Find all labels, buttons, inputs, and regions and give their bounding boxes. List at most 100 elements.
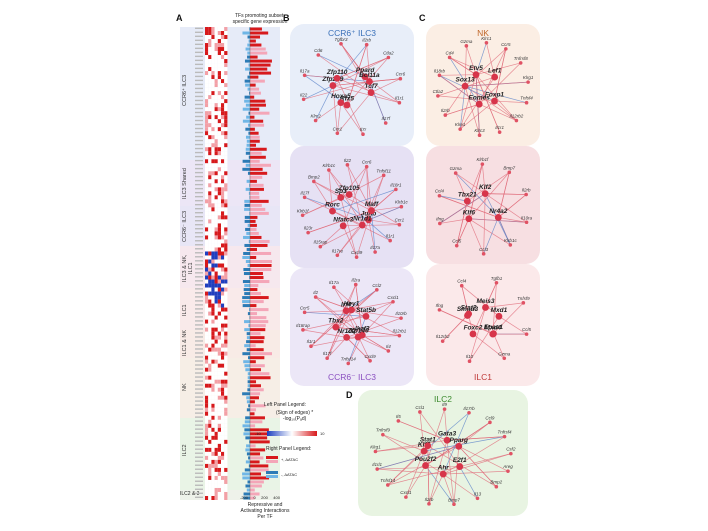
heatmap-cell xyxy=(214,111,218,116)
activating-edge xyxy=(468,218,484,254)
heatmap-cell xyxy=(221,247,225,252)
target-gene-label: Il17f xyxy=(300,190,309,195)
target-gene-node xyxy=(335,131,340,136)
activating-edge xyxy=(494,100,517,121)
heatmap-cell xyxy=(208,279,212,284)
tf-row-label-mark xyxy=(195,376,203,378)
heatmap-cell xyxy=(214,103,218,108)
activating-edge xyxy=(419,411,461,467)
heatmap-cell xyxy=(221,319,225,324)
tf-hub-node xyxy=(420,447,428,455)
target-gene-node xyxy=(375,287,379,292)
heatmap-cell xyxy=(217,187,221,192)
activating-bar xyxy=(250,280,270,284)
heatmap-cell xyxy=(211,111,215,116)
heatmap-cell xyxy=(205,87,209,92)
heatmap-cell xyxy=(221,331,225,336)
repressive-bar xyxy=(244,99,250,103)
heatmap-cell xyxy=(217,387,221,392)
heatmap-cell xyxy=(205,375,209,380)
repressive-edge xyxy=(423,436,505,452)
target-gene-label: Il5 xyxy=(396,414,401,419)
activating-bar xyxy=(250,456,264,460)
repressive-bar xyxy=(245,67,250,71)
heatmap-cell xyxy=(224,271,228,276)
heatmap-cell xyxy=(221,439,225,444)
heatmap-cell xyxy=(205,183,209,188)
heatmap-cell xyxy=(221,67,225,72)
activating-bar xyxy=(250,328,266,332)
heatmap-cell xyxy=(224,83,228,88)
heatmap-cell xyxy=(211,151,215,156)
tf-row-label-mark xyxy=(195,244,203,246)
target-gene-node xyxy=(524,220,529,225)
tf-row-label-mark xyxy=(195,316,203,318)
tf-hub-label: Tcf7 xyxy=(364,83,378,90)
heatmap-cell xyxy=(224,283,228,288)
activating-edge xyxy=(425,409,445,466)
activating-edge xyxy=(486,42,496,78)
heatmap-cell xyxy=(214,51,218,56)
heatmap-cell xyxy=(211,187,215,192)
activating-edge xyxy=(382,434,425,452)
tf-row-label-mark xyxy=(195,444,203,446)
repressive-bar xyxy=(245,47,250,51)
heatmap-cell xyxy=(211,383,215,388)
heatmap-cell xyxy=(221,487,225,492)
heatmap-cell xyxy=(205,175,209,180)
heatmap-cell xyxy=(214,227,218,232)
heatmap-cell xyxy=(214,483,218,488)
tf-row-label-mark xyxy=(195,187,203,190)
target-gene-label: Tnfsf4 xyxy=(520,96,533,101)
heatmap-cell xyxy=(217,351,221,356)
activating-bar xyxy=(250,304,257,308)
tf-row-label-mark xyxy=(195,284,203,286)
heatmap-cell xyxy=(208,479,212,484)
heatmap-cell xyxy=(224,463,228,468)
heatmap-cell xyxy=(208,463,212,468)
heatmap-cell xyxy=(211,271,215,276)
activating-edge xyxy=(444,409,448,441)
target-gene-label: Klre1 xyxy=(455,122,466,127)
heatmap-cell xyxy=(211,39,215,44)
heatmap-cell xyxy=(208,227,212,232)
tf-row-label-mark xyxy=(195,224,203,226)
activating-edge xyxy=(492,282,497,335)
heatmap-cell xyxy=(205,263,209,268)
target-gene-label: Cxcl1 xyxy=(387,295,399,300)
tf-row-label-mark xyxy=(195,268,203,270)
activating-bar xyxy=(250,239,270,243)
heatmap-cell xyxy=(208,395,212,400)
heatmap-cell xyxy=(217,331,221,336)
activating-bar xyxy=(250,83,256,87)
repressive-bar xyxy=(248,111,250,115)
repressive-bar xyxy=(242,476,250,480)
target-gene-label: Ccr6 xyxy=(362,160,372,165)
tf-row-label-mark xyxy=(195,492,203,494)
tf-row-label-mark xyxy=(195,404,203,406)
heatmap-cell xyxy=(221,195,225,200)
activating-edge xyxy=(466,164,483,202)
heatmap-cell xyxy=(217,75,221,80)
heatmap-cell xyxy=(224,31,228,36)
activating-edge xyxy=(335,284,357,328)
heatmap-cell xyxy=(224,307,228,312)
target-gene-label: Ccr1 xyxy=(395,218,405,223)
target-gene-node xyxy=(398,76,403,81)
heatmap-cell xyxy=(224,99,228,104)
heatmap-cell xyxy=(208,207,212,212)
heatmap-cell xyxy=(221,107,225,112)
target-gene-label: Cd4 xyxy=(445,50,454,55)
heatmap-cell xyxy=(205,27,209,32)
heatmap-cell xyxy=(205,59,209,64)
heatmap-cell xyxy=(221,323,225,328)
tf-hub-label: Bcl11a xyxy=(359,72,380,79)
heatmap-cell xyxy=(208,303,212,308)
heatmap-cell xyxy=(221,99,225,104)
repressive-bar xyxy=(249,440,250,444)
heatmap-cell xyxy=(211,223,215,228)
repressive-bar xyxy=(244,428,250,432)
heatmap-cell xyxy=(211,491,215,496)
tf-row-label-mark xyxy=(195,183,203,186)
target-gene-label: Il12rb2 xyxy=(436,334,450,339)
